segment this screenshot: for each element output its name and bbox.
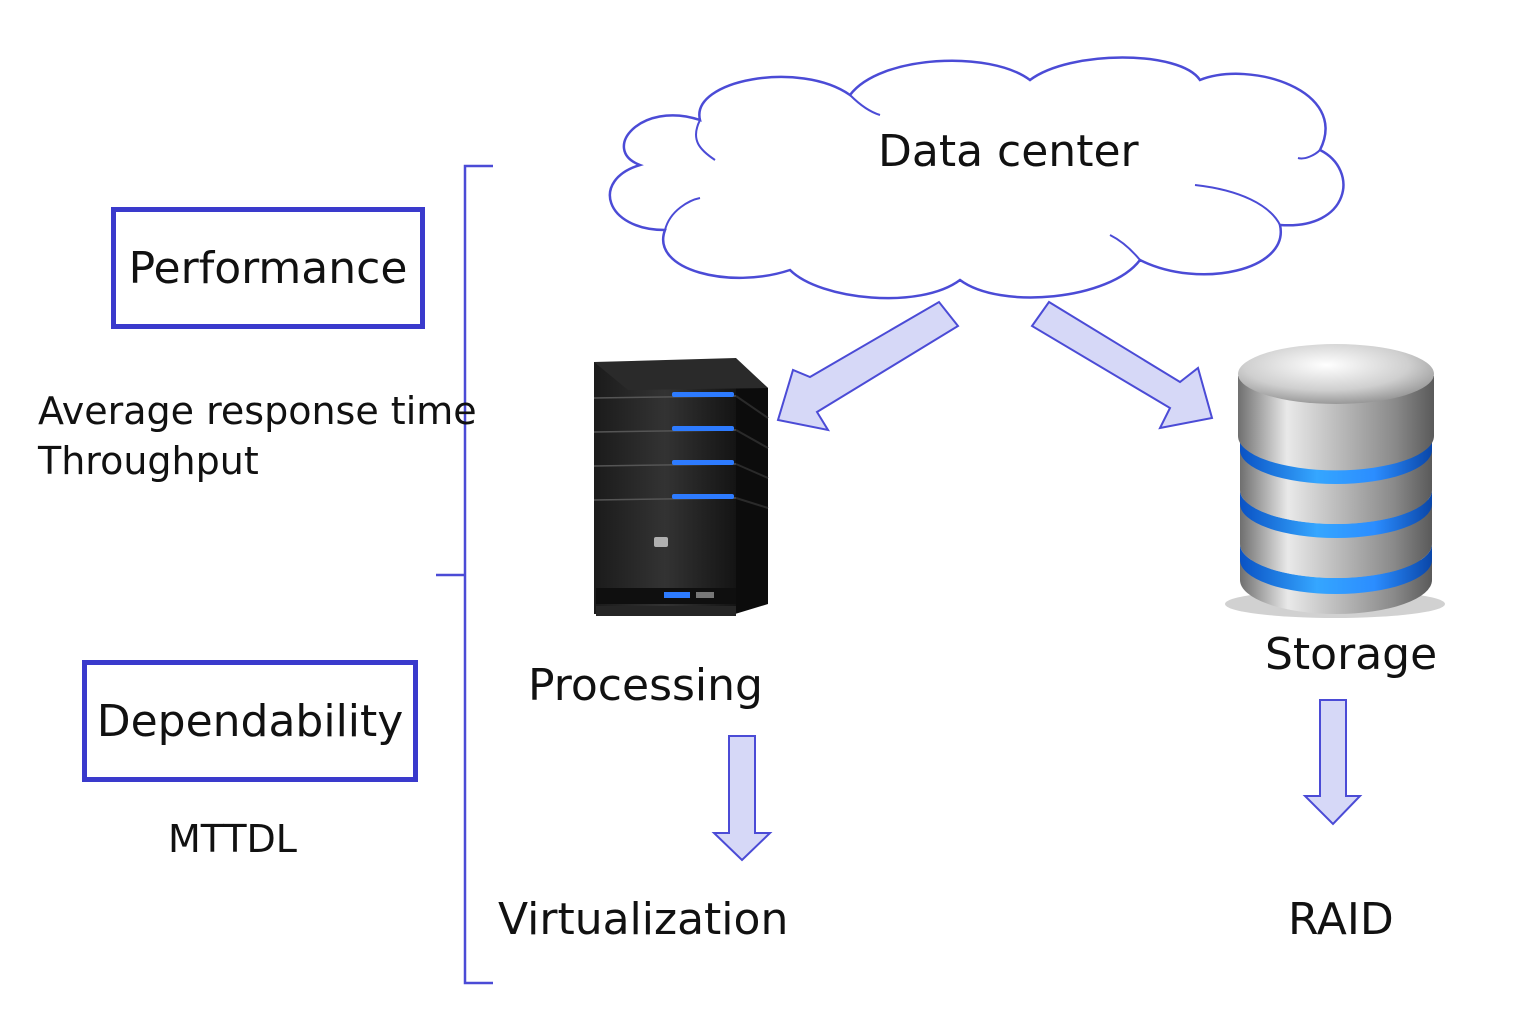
data-center-cloud	[608, 56, 1345, 300]
dependability-label: Dependability	[96, 695, 404, 747]
dependability-box: Dependability	[82, 660, 418, 782]
raid-label: RAID	[1288, 894, 1394, 945]
processing-label: Processing	[528, 660, 763, 711]
bracket	[436, 164, 493, 985]
data-center-label: Data center	[878, 126, 1139, 177]
metric-mttdl: MTTDL	[168, 817, 297, 861]
performance-box: Performance	[111, 207, 425, 329]
performance-metrics: Average response time Throughput	[38, 386, 477, 486]
virtualization-label: Virtualization	[498, 894, 789, 945]
arrow-to-storage	[1030, 300, 1214, 430]
arrow-to-raid	[1302, 699, 1363, 826]
metric-average-response-time: Average response time	[38, 389, 477, 433]
storage-label: Storage	[1265, 629, 1438, 680]
arrow-to-virtualization	[711, 735, 773, 862]
server-tower-icon	[593, 358, 769, 616]
arrow-to-processing	[776, 300, 960, 432]
database-cylinder-icon	[1225, 344, 1445, 618]
metric-throughput: Throughput	[38, 439, 259, 483]
performance-label: Performance	[128, 242, 408, 294]
